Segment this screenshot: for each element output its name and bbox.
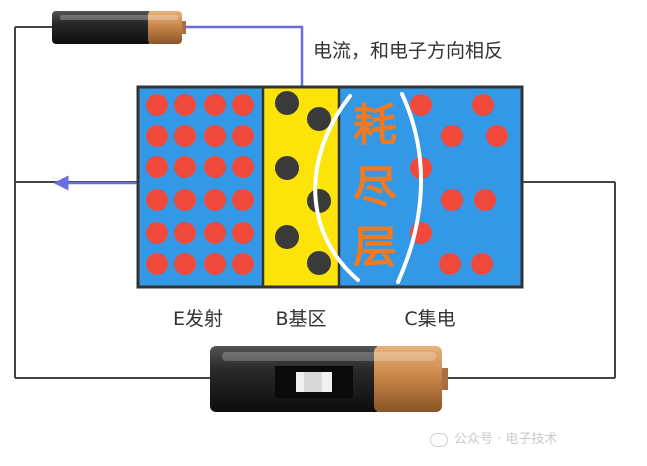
emitter-hole [146, 156, 168, 178]
emitter-label: E发射 [173, 308, 223, 330]
emitter-hole [174, 156, 196, 178]
emitter-hole [232, 189, 254, 211]
emitter-hole [232, 156, 254, 178]
emitter-hole [146, 189, 168, 211]
emitter-hole [146, 125, 168, 147]
emitter-hole [146, 222, 168, 244]
base-electron [275, 91, 299, 115]
collector-holes [410, 94, 508, 275]
collector-hole [410, 94, 432, 116]
wechat-icon [430, 432, 448, 447]
emitter-hole [174, 125, 196, 147]
watermark: 公众号 · 电子技术 [430, 428, 557, 447]
base-electron [307, 251, 331, 275]
collector-hole [471, 253, 493, 275]
base-label: B基区 [275, 308, 326, 330]
collector-hole [439, 253, 461, 275]
bottom-battery-icon [210, 346, 448, 412]
collector-hole [472, 94, 494, 116]
depletion-char-1: 耗 [353, 100, 397, 151]
depletion-boundary [313, 92, 424, 284]
emitter-hole [204, 222, 226, 244]
emitter-hole [146, 94, 168, 116]
collector-hole [474, 189, 496, 211]
depletion-char-2: 尽 [353, 162, 397, 213]
base-electron [275, 156, 299, 180]
depletion-char-3: 层 [353, 222, 397, 273]
emitter-hole [174, 222, 196, 244]
top-battery-icon [52, 11, 186, 44]
base-electrons [275, 91, 331, 275]
emitter-hole [232, 94, 254, 116]
base-electron [307, 189, 331, 213]
base-electron [307, 107, 331, 131]
emitter-holes [146, 94, 254, 275]
emitter-hole [204, 94, 226, 116]
emitter-hole [204, 189, 226, 211]
base-electron [275, 225, 299, 249]
emitter-hole [232, 125, 254, 147]
emitter-hole [232, 222, 254, 244]
collector-hole [441, 189, 463, 211]
emitter-hole [174, 189, 196, 211]
emitter-hole [174, 94, 196, 116]
emitter-hole [146, 253, 168, 275]
emitter-hole [204, 253, 226, 275]
collector-hole [441, 125, 463, 147]
emitter-hole [232, 253, 254, 275]
emitter-hole [204, 125, 226, 147]
watermark-text: 公众号 · 电子技术 [454, 432, 558, 447]
collector-hole [486, 125, 508, 147]
depletion-label: 耗 尽 层 [353, 100, 397, 273]
emitter-hole [174, 253, 196, 275]
emitter-hole [204, 156, 226, 178]
collector-label: C集电 [404, 308, 455, 330]
current-annotation: 电流，和电子方向相反 [313, 40, 503, 62]
